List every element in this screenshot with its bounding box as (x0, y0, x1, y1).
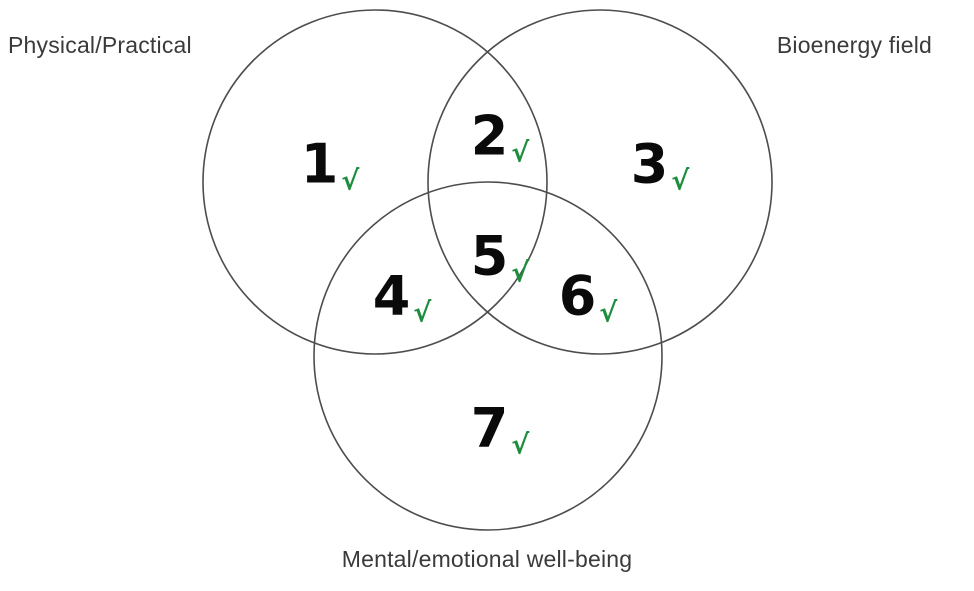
check-icon: √ (599, 297, 618, 329)
region-3-number: 3 (630, 132, 669, 196)
set-label-mental-emotional: Mental/emotional well-being (341, 546, 633, 572)
region-4: 4 √ (372, 264, 432, 329)
check-icon: √ (413, 297, 432, 329)
check-icon: √ (511, 429, 530, 461)
region-7: 7 √ (470, 396, 530, 461)
circle-physical-practical (202, 9, 548, 355)
region-5: 5 √ (470, 224, 530, 289)
region-4-number: 4 (372, 264, 411, 328)
region-2-number: 2 (470, 104, 509, 168)
set-label-physical-practical: Physical/Practical (8, 32, 192, 58)
check-icon: √ (671, 165, 690, 197)
set-label-bioenergy-field: Bioenergy field (776, 32, 932, 58)
check-icon: √ (511, 257, 530, 289)
region-2: 2 √ (470, 104, 530, 169)
region-1-number: 1 (300, 132, 339, 196)
check-icon: √ (341, 165, 360, 197)
region-7-number: 7 (470, 396, 509, 460)
region-5-number: 5 (470, 224, 509, 288)
region-6-number: 6 (558, 264, 597, 328)
region-1: 1 √ (300, 132, 360, 197)
check-icon: √ (511, 137, 530, 169)
circle-mental-emotional (313, 181, 663, 531)
region-3: 3 √ (630, 132, 690, 197)
circle-bioenergy-field (427, 9, 773, 355)
region-6: 6 √ (558, 264, 618, 329)
